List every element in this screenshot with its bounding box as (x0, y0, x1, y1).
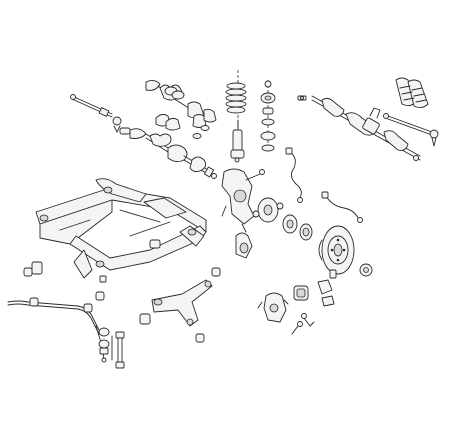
shock-absorber (230, 119, 245, 163)
subframe (23, 178, 207, 279)
abs-sensor-cable (285, 147, 363, 223)
rack-boots (395, 77, 429, 109)
sway-bar-link (297, 95, 307, 101)
coil-spring (225, 70, 247, 160)
wheel-hub (252, 197, 284, 223)
drive-shaft-lower (129, 128, 217, 179)
stabilizer-link (111, 331, 125, 369)
wheel-bolt (301, 313, 315, 327)
strut-mount-stack (260, 80, 276, 152)
small-fittings (95, 263, 373, 343)
control-arm (151, 279, 213, 327)
abs-ring (235, 223, 253, 259)
drive-shaft-upper (145, 79, 193, 111)
stabilizer-bar (7, 297, 107, 363)
tie-rod-left (70, 94, 122, 133)
steering-knuckle (221, 168, 265, 225)
cv-boot-set (119, 101, 217, 139)
brake-pads (293, 269, 337, 307)
bushings (98, 327, 110, 355)
steering-rack (311, 95, 421, 161)
brake-caliper (257, 292, 303, 335)
tie-rod-end-right (383, 113, 439, 147)
wheel-bearing (282, 214, 313, 241)
brake-disc (318, 225, 355, 275)
